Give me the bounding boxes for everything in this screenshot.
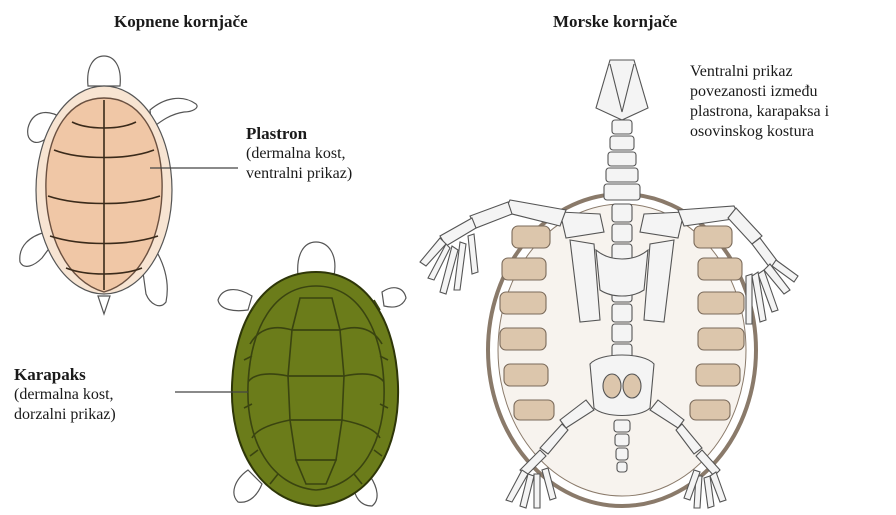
carapace-turtle-front-right-limb [382,288,406,307]
carapace-shell [232,272,398,506]
plastron-turtle-illustration [20,56,238,314]
plastron-turtle-head [88,56,121,86]
skeleton-skull-and-neck [596,60,648,200]
plastron-turtle-front-right-limb [150,98,197,128]
plastron-turtle-tail [98,296,110,314]
carapace-turtle-head [298,242,335,276]
sea-turtle-skeleton-illustration [420,60,798,508]
carapace-turtle-front-left-limb [218,290,252,311]
carapace-turtle-illustration [175,242,406,506]
